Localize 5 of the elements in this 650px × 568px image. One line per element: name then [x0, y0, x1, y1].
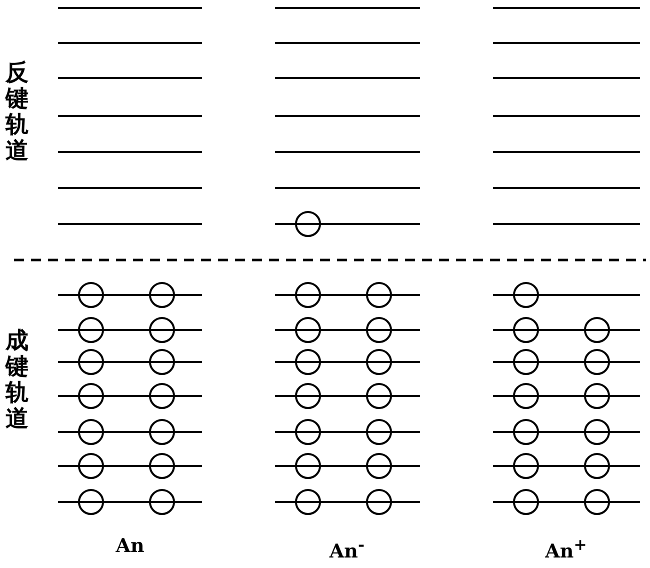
axis-label: 成键轨道 — [4, 328, 30, 432]
species-label: An$^{+}$ — [544, 535, 588, 562]
axis-label: 反键轨道 — [4, 60, 30, 164]
species-label: An — [114, 535, 146, 557]
species-label: An$^{-}$ — [328, 535, 366, 562]
